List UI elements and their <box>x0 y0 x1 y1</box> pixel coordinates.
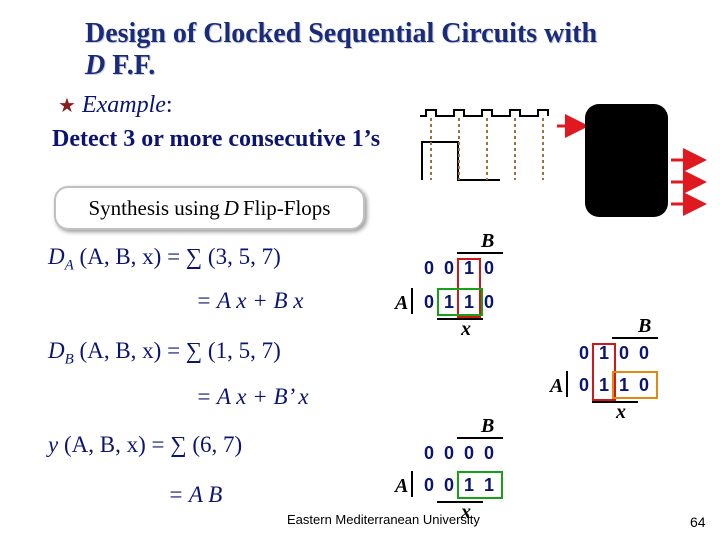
kmap-group-green <box>437 288 483 316</box>
kmap-a-bar <box>411 288 413 314</box>
kmap-cell: 1 <box>618 375 629 395</box>
arrows-diagram <box>557 114 707 216</box>
kmap-label-x: x <box>616 401 626 423</box>
kmap-label-a: A <box>395 292 409 314</box>
kmap-label-x: x <box>461 318 471 340</box>
kmap-x-bar <box>437 318 483 320</box>
kmap-cell: 0 <box>578 343 589 363</box>
kmap-label-a: A <box>395 475 409 497</box>
synth-var: D <box>223 195 239 220</box>
kmap-cell: 0 <box>423 475 434 495</box>
kmap-cell: 1 <box>598 375 609 395</box>
kmap-cell: 1 <box>598 343 609 363</box>
y-var: y <box>48 432 59 457</box>
synth-prefix: Synthesis using <box>88 195 220 220</box>
da-minterms: (A, B, x) = ∑ (3, 5, 7) <box>73 244 281 269</box>
kmap-cell: 0 <box>443 475 454 495</box>
kmap-cell: 0 <box>423 443 434 463</box>
example-label: Example <box>81 92 166 118</box>
title-line-2: D F.F. <box>85 50 685 82</box>
kmap-cell: 0 <box>483 292 494 312</box>
equation-da-simplified: = A x + B x <box>196 288 304 313</box>
kmap-label-b: B <box>481 415 495 437</box>
kmap-da: B 0 0 1 0 A 0 1 1 0 x <box>395 230 525 340</box>
kmap-cell: 0 <box>483 258 494 278</box>
kmap-cell: 1 <box>463 258 474 278</box>
kmap-y: B 0 0 0 0 A 0 0 1 1 x <box>395 415 525 525</box>
kmap-cell: 0 <box>578 375 589 395</box>
title-line-1: Design of Clocked Sequential Circuits wi… <box>85 18 598 49</box>
equation-db-simplified: = A x + B’ x <box>196 384 309 409</box>
equation-db: DB (A, B, x) = ∑ (1, 5, 7) <box>48 338 281 369</box>
db-sub: B <box>64 351 74 368</box>
kmap-x-bar <box>592 401 638 403</box>
kmap-cell: 0 <box>483 443 494 463</box>
kmap-label-b: B <box>638 315 652 337</box>
kmap-a-bar <box>411 471 413 497</box>
equation-y-simplified: = A B <box>168 482 223 507</box>
star-bullet-icon: ★ <box>58 95 76 117</box>
equation-da: DA (A, B, x) = ∑ (3, 5, 7) <box>48 244 281 275</box>
kmap-cell: 0 <box>618 343 629 363</box>
input-waveform <box>421 141 500 181</box>
kmap-cell: 1 <box>443 292 454 312</box>
kmap-cell: 1 <box>463 292 474 312</box>
kmap-cell: 1 <box>483 475 494 495</box>
title-ff: F.F. <box>105 50 156 81</box>
kmap-a-bar <box>566 371 568 397</box>
kmap-cell: 0 <box>423 292 434 312</box>
page-number: 64 <box>690 514 706 530</box>
footer-university: Eastern Mediterranean University <box>287 512 480 527</box>
synth-suffix: Flip-Flops <box>242 195 331 220</box>
title-d-var: D <box>85 50 106 81</box>
waveform-diagram <box>420 109 549 181</box>
example-colon: : <box>165 92 173 118</box>
kmap-label-x: x <box>461 501 471 523</box>
kmap-b-bar <box>457 437 503 439</box>
equation-y: y (A, B, x) = ∑ (6, 7) <box>48 432 242 458</box>
da-sub: A <box>64 257 74 274</box>
kmap-cell: 0 <box>423 258 434 278</box>
example-heading: ★Example: <box>58 92 173 119</box>
kmap-group-green <box>457 471 503 499</box>
kmap-label-b: B <box>481 230 495 252</box>
da-var: D <box>48 244 65 269</box>
y-minterms: (A, B, x) = ∑ (6, 7) <box>58 432 243 457</box>
kmap-cell: 0 <box>443 443 454 463</box>
slide-title: Design of Clocked Sequential Circuits wi… <box>85 18 685 82</box>
kmap-group-orange <box>612 371 658 399</box>
kmap-db: B 0 1 0 0 A 0 1 1 0 x <box>550 315 700 425</box>
circuit-black-box <box>585 104 668 217</box>
kmap-cell: 0 <box>638 375 649 395</box>
kmap-label-a: A <box>550 375 564 397</box>
db-minterms: (A, B, x) = ∑ (1, 5, 7) <box>73 338 281 363</box>
db-var: D <box>48 338 65 363</box>
kmap-b-bar <box>457 252 503 254</box>
detect-text: Detect 3 or more consecutive 1’s <box>52 126 381 152</box>
kmap-x-bar <box>437 501 483 503</box>
kmap-b-bar <box>612 337 658 339</box>
kmap-cell: 0 <box>638 343 649 363</box>
kmap-cell: 0 <box>463 443 474 463</box>
kmap-cell: 0 <box>443 258 454 278</box>
kmap-cell: 1 <box>463 475 474 495</box>
clock-waveform <box>420 109 549 117</box>
